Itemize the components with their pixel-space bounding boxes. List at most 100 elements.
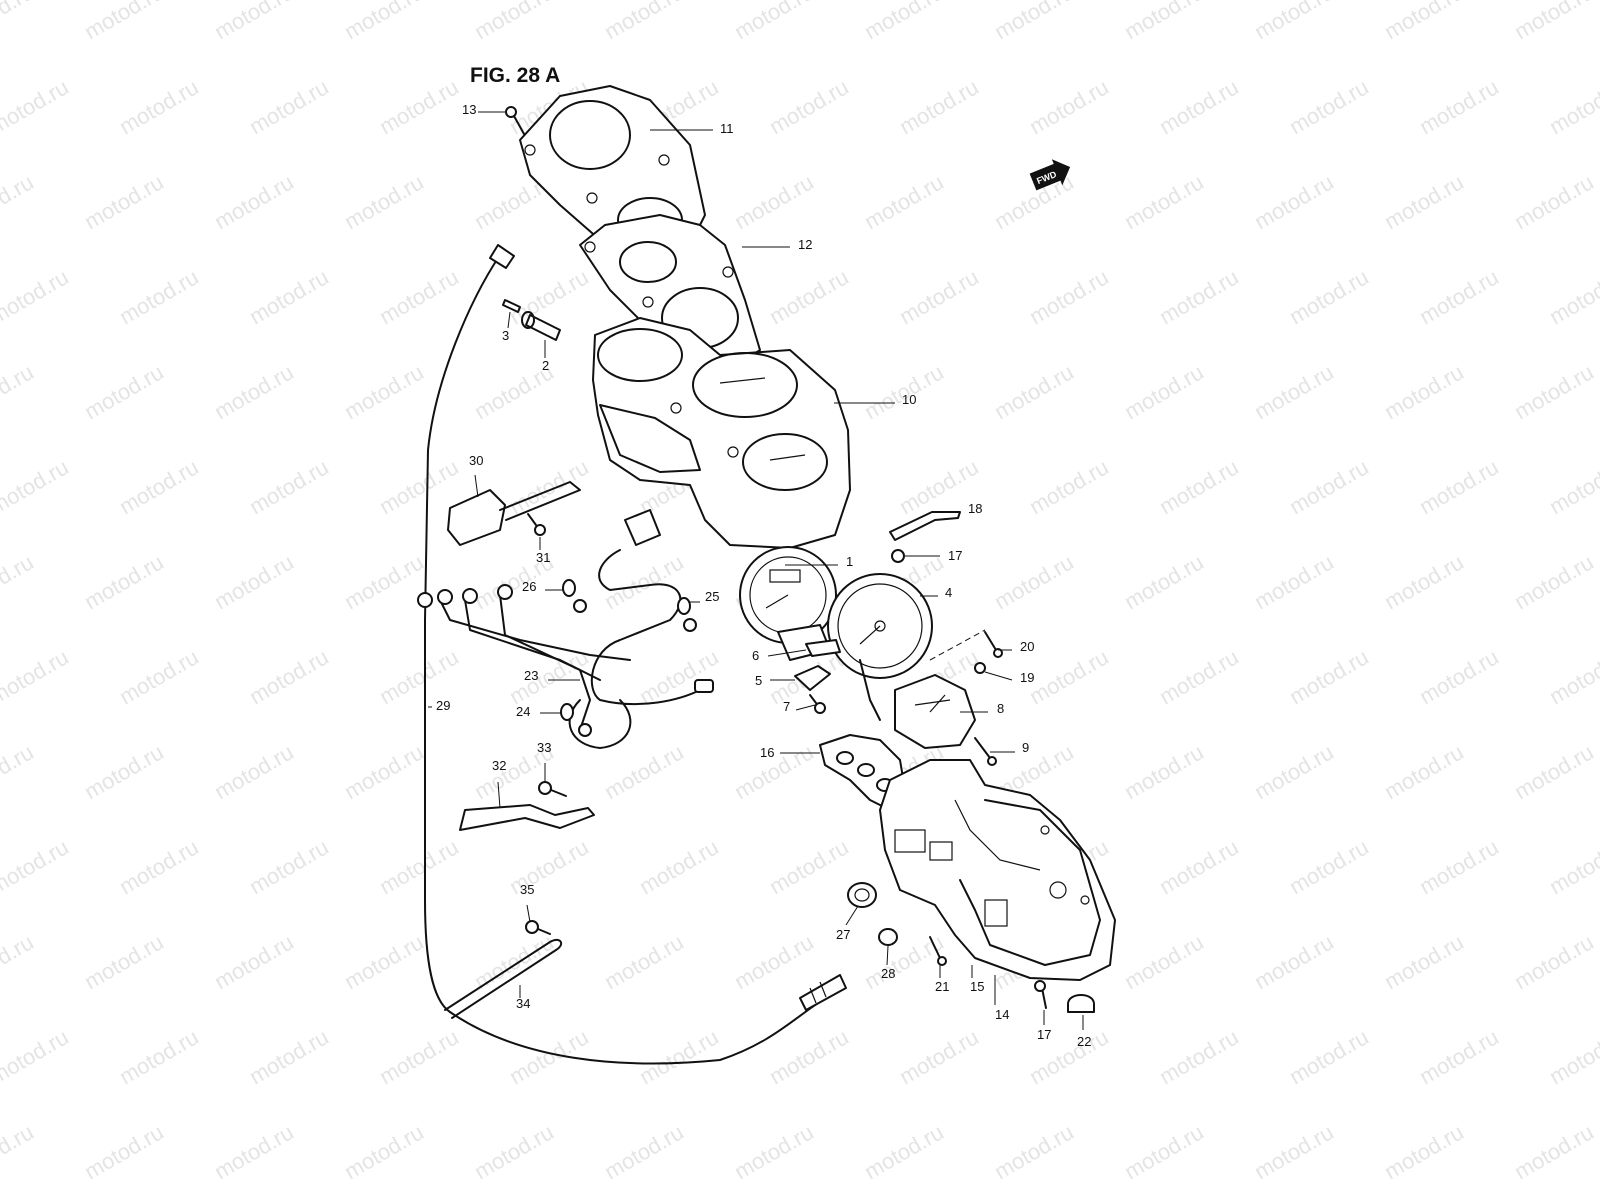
watermark-text: motod.ru [1250,549,1338,614]
callout-3: 3 [502,328,509,343]
watermark-text: motod.ru [0,454,73,519]
callout-16: 16 [760,745,774,760]
watermark-text: motod.ru [210,739,298,804]
part-30-cable-guide [447,481,581,546]
callout-17: 17 [1037,1027,1051,1042]
watermark-text: motod.ru [1380,169,1468,234]
watermark-text: motod.ru [375,1024,463,1089]
watermark-text: motod.ru [860,169,948,234]
watermark-text: motod.ru [1025,454,1113,519]
watermark-text: motod.ru [470,1119,558,1184]
watermark-text: motod.ru [0,0,38,44]
callout-34: 34 [516,996,530,1011]
watermark-text: motod.ru [1380,0,1468,44]
part-6-gasket [805,639,841,657]
watermark-text: motod.ru [0,264,73,329]
watermark-text: motod.ru [1120,929,1208,994]
watermark-text: motod.ru [340,169,428,234]
watermark-text: motod.ru [600,1119,688,1184]
part-2-reset-knob [521,311,561,341]
part-14-lower-housing [879,759,1116,981]
watermark-text: motod.ru [1155,74,1243,139]
callout-15: 15 [970,979,984,994]
callout-leader [886,945,889,966]
callout-14: 14 [995,1007,1009,1022]
watermark-text: motod.ru [1510,0,1598,44]
watermark-text: motod.ru [1380,739,1468,804]
watermark-text: motod.ru [0,1024,73,1089]
watermark-text: motod.ru [1025,644,1113,709]
part-28-nut [878,928,898,946]
watermark-text: motod.ru [635,644,723,709]
watermark-text: motod.ru [600,0,688,44]
watermark-text: motod.ru [1250,929,1338,994]
watermark-text: motod.ru [990,359,1078,424]
watermark-text: motod.ru [0,739,38,804]
watermark-text: motod.ru [1415,264,1503,329]
watermark-text: motod.ru [765,1024,853,1089]
part-24-bulb [560,703,574,721]
callout-23: 23 [524,668,538,683]
watermark-text: motod.ru [1510,549,1598,614]
callout-2: 2 [542,358,549,373]
watermark-text: motod.ru [765,834,853,899]
callout-7: 7 [783,699,790,714]
callout-33: 33 [537,740,551,755]
watermark-text: motod.ru [1285,1024,1373,1089]
watermark-text: motod.ru [1250,1119,1338,1184]
callout-29: 29 [436,698,450,713]
watermark-text: motod.ru [1285,264,1373,329]
callout-leader [497,781,501,809]
watermark-text: motod.ru [730,0,818,44]
watermark-text: motod.ru [1545,264,1600,329]
figure-title: FIG. 28 A [470,64,560,87]
watermark-text: motod.ru [0,834,73,899]
callout-4: 4 [945,585,952,600]
watermark-text: motod.ru [1415,834,1503,899]
callout-28: 28 [881,966,895,981]
watermark-text: motod.ru [210,1119,298,1184]
watermark-text: motod.ru [0,929,38,994]
watermark-text: motod.ru [1415,1024,1503,1089]
watermark-text: motod.ru [340,1119,428,1184]
alignment-line [929,629,986,661]
watermark-text: motod.ru [1025,74,1113,139]
watermark-text: motod.ru [210,359,298,424]
part-7-screw [809,694,826,714]
watermark-text: motod.ru [0,549,38,614]
watermark-text: motod.ru [730,929,818,994]
watermark-text: motod.ru [1285,454,1373,519]
callout-13: 13 [462,102,476,117]
watermark-text: motod.ru [245,644,333,709]
watermark-text: motod.ru [1510,359,1598,424]
callout-leader [474,474,479,498]
callout-26: 26 [522,579,536,594]
forward-arrow-icon: FWD [1029,159,1071,191]
watermark-text: motod.ru [990,0,1078,44]
callout-leader [526,904,531,923]
watermark-text: motod.ru [245,264,333,329]
part-17-screw-lower [1034,980,1047,1009]
watermark-text: motod.ru [1380,549,1468,614]
watermark-text: motod.ru [1415,644,1503,709]
callout-9: 9 [1022,740,1029,755]
watermark-text: motod.ru [1155,644,1243,709]
watermark-text: motod.ru [1545,1024,1600,1089]
watermark-text: motod.ru [340,0,428,44]
callout-leader [984,671,1013,681]
watermark-text: motod.ru [0,169,38,234]
watermark-text: motod.ru [1250,0,1338,44]
part-26-bulb [562,579,576,597]
callout-20: 20 [1020,639,1034,654]
watermark-text: motod.ru [375,74,463,139]
watermark-text: motod.ru [245,834,333,899]
callout-leader [795,704,816,711]
watermark-text: motod.ru [730,1119,818,1184]
callout-21: 21 [935,979,949,994]
watermark-text: motod.ru [115,454,203,519]
part-19-screw [974,662,986,674]
callout-leader [767,649,807,657]
watermark-text: motod.ru [895,264,983,329]
watermark-text: motod.ru [375,264,463,329]
